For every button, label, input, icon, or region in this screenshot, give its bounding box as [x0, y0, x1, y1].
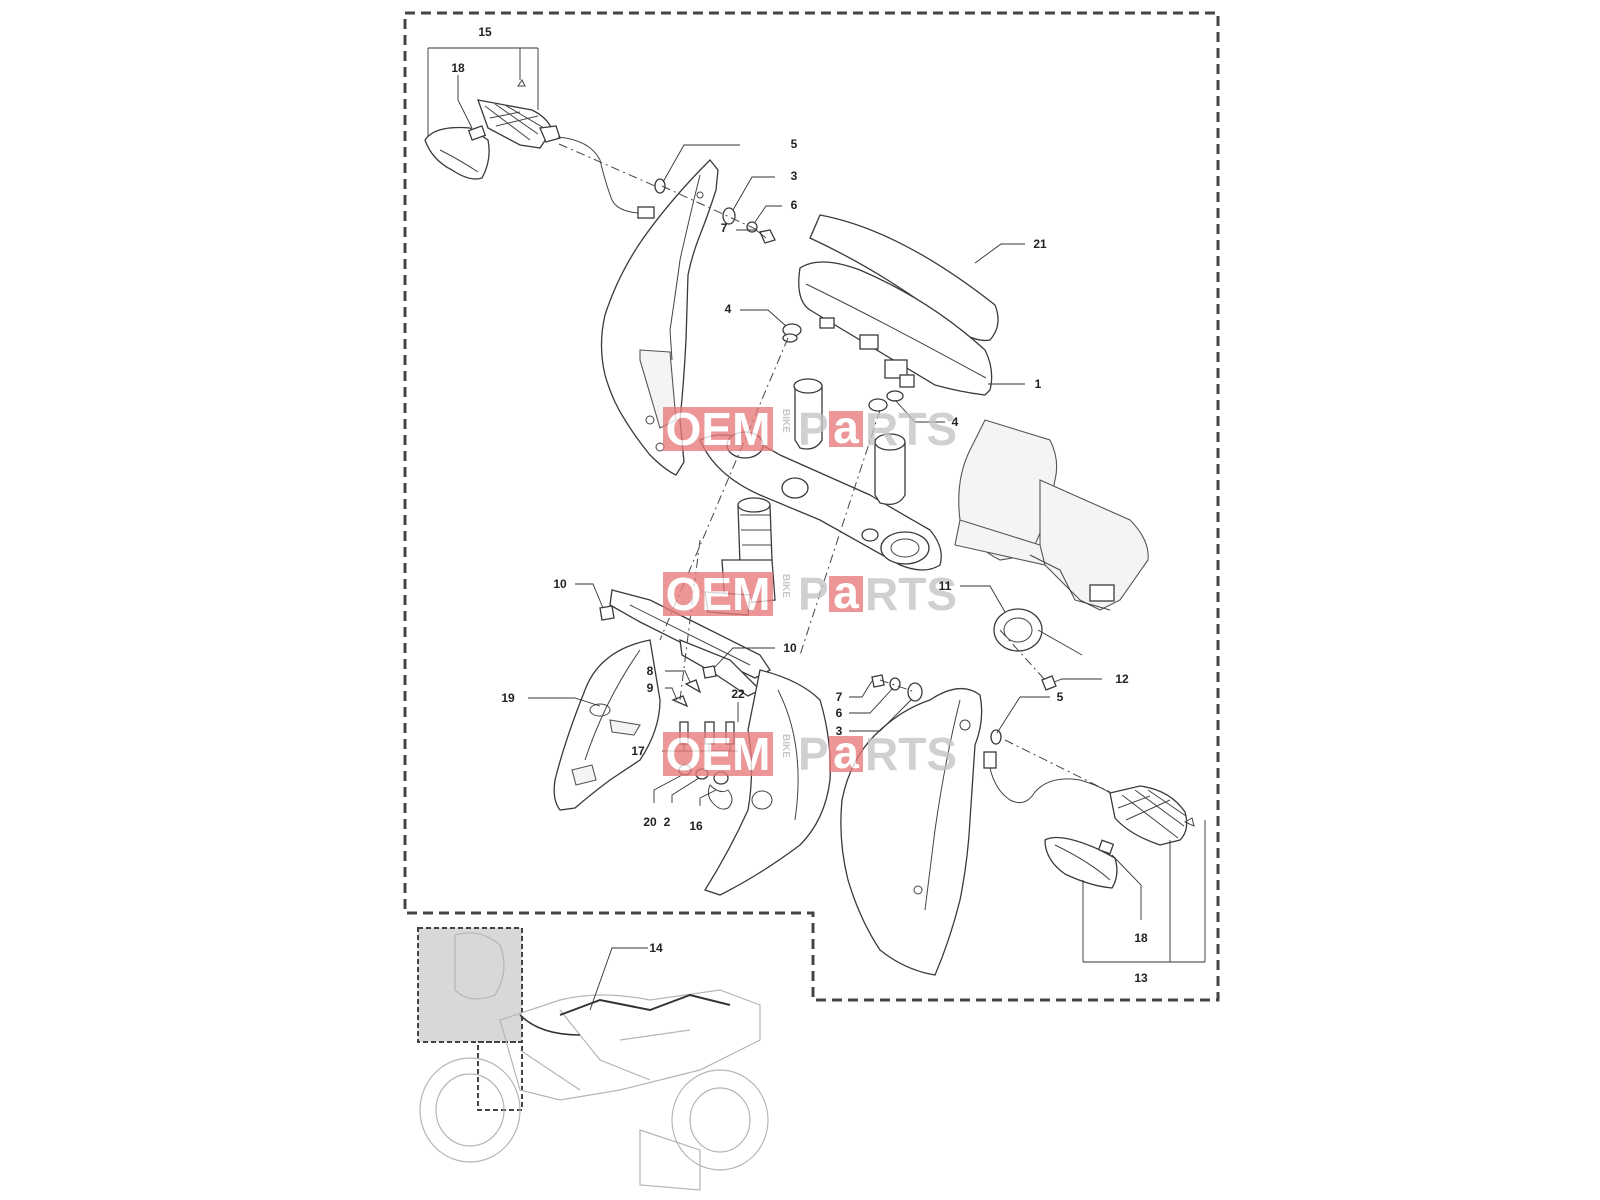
- callout-7a: 7: [721, 221, 728, 235]
- windscreen: [809, 214, 999, 342]
- watermark-p: P: [798, 568, 829, 620]
- callout-3a: 3: [791, 169, 798, 183]
- triple-clamp: [699, 378, 942, 571]
- callout-10b: 10: [783, 641, 797, 655]
- callout-2: 2: [664, 815, 671, 829]
- hardware-top: [654, 178, 776, 244]
- callout-5b: 5: [1057, 690, 1064, 704]
- nose-fairing-19: [553, 639, 661, 811]
- callout-19: 19: [501, 691, 515, 705]
- callout-7b: 7: [836, 690, 843, 704]
- grommets-4: [782, 323, 904, 412]
- frame-section: [954, 419, 1149, 611]
- watermark-p: P: [798, 728, 829, 780]
- horn: [993, 608, 1083, 656]
- watermark-oem: OEM: [666, 568, 771, 620]
- callout-22: 22: [731, 687, 745, 701]
- callout-6a: 6: [791, 198, 798, 212]
- watermark-a: a: [833, 566, 859, 618]
- callout-18a: 18: [451, 61, 465, 75]
- watermark-oem: OEM: [666, 728, 771, 780]
- callout-12: 12: [1115, 672, 1129, 686]
- callout-4a: 4: [725, 302, 732, 316]
- watermark-bike: BIKE: [780, 409, 791, 433]
- motorcycle-overview: [417, 927, 769, 1191]
- callout-10a: 10: [553, 577, 567, 591]
- hardware-right: [871, 674, 1002, 745]
- callout-1: 1: [1035, 377, 1042, 391]
- watermark-bike: BIKE: [780, 734, 791, 758]
- watermark-bike: BIKE: [780, 574, 791, 598]
- watermark-a: a: [833, 401, 859, 453]
- callout-15: 15: [478, 25, 492, 39]
- nose-fairing-right: [704, 669, 831, 896]
- turn-signal-left: [424, 79, 655, 219]
- callout-20: 20: [643, 815, 657, 829]
- turn-signal-right: [983, 751, 1195, 889]
- watermark-rts: RTS: [865, 403, 957, 455]
- callout-14: 14: [649, 941, 663, 955]
- watermark-rts: RTS: [865, 568, 957, 620]
- callout-11: 11: [939, 579, 952, 593]
- callout-5a: 5: [791, 137, 798, 151]
- callout-4b: 4: [952, 415, 959, 429]
- callout-21: 21: [1033, 237, 1047, 251]
- callout-13: 13: [1134, 971, 1148, 985]
- left-fairing-panel: [600, 159, 719, 476]
- watermark-rts: RTS: [865, 728, 957, 780]
- callout-9: 9: [647, 681, 654, 695]
- callout-8: 8: [647, 664, 654, 678]
- instrument-cluster: [798, 261, 993, 396]
- callout-16: 16: [689, 819, 703, 833]
- callout-3b: 3: [836, 724, 843, 738]
- watermark-oem: OEM: [666, 403, 771, 455]
- callout-17: 17: [631, 744, 645, 758]
- watermark-p: P: [798, 403, 829, 455]
- watermark-a: a: [833, 726, 859, 778]
- screw-12: [1041, 675, 1057, 691]
- callout-6b: 6: [836, 706, 843, 720]
- callout-18b: 18: [1134, 931, 1148, 945]
